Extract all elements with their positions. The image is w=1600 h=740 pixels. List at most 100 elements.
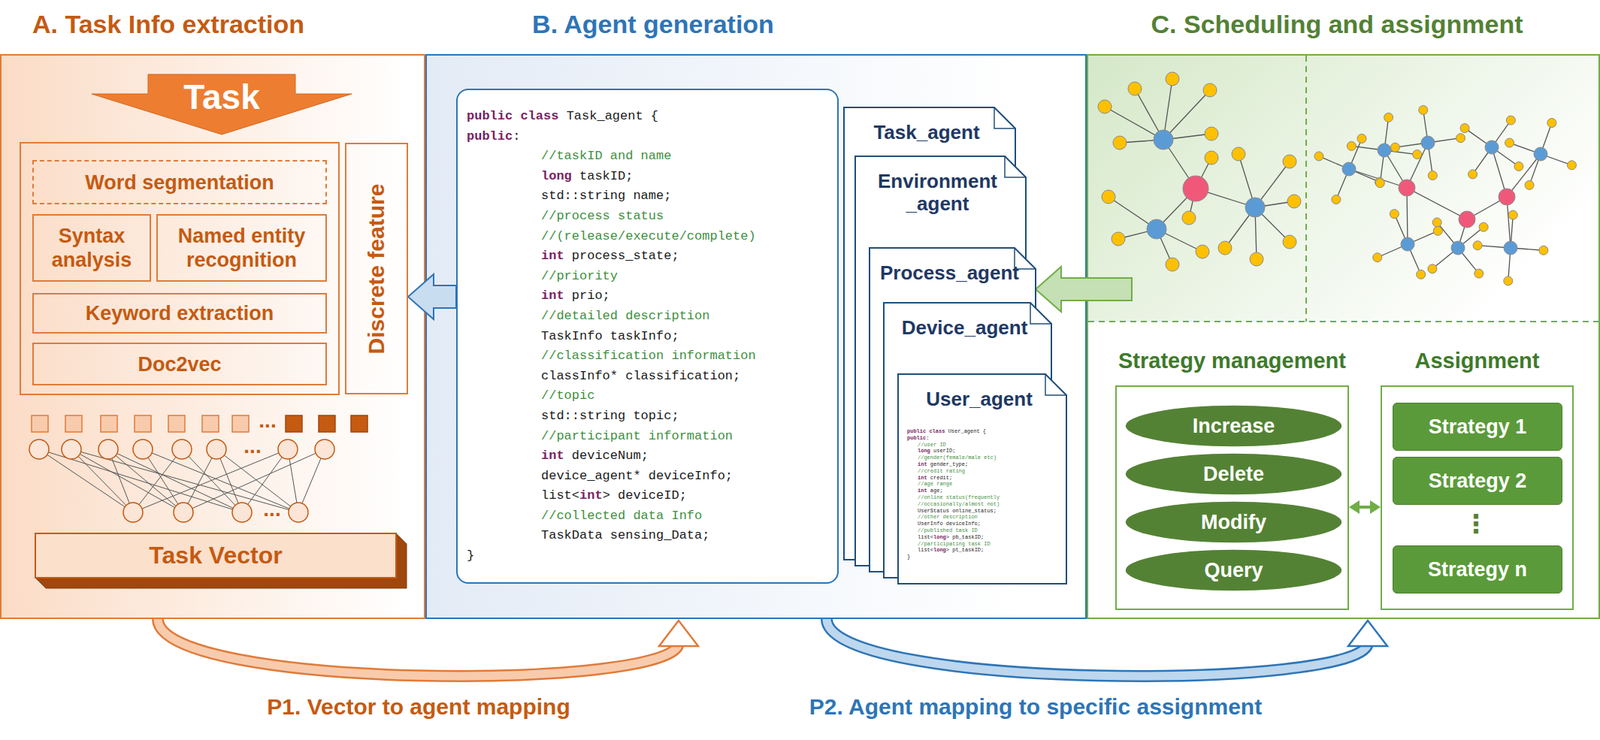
network-node — [1400, 237, 1415, 252]
ellipse-shape — [1125, 501, 1343, 544]
code-line: public: — [907, 435, 1052, 442]
neuron — [288, 502, 309, 523]
box-label: Named entity recognition — [162, 223, 321, 273]
connector — [1348, 500, 1381, 515]
strategy-label: Strategy 2 — [1428, 469, 1528, 494]
code-keyword: long — [933, 547, 947, 554]
document-shape — [898, 374, 1067, 584]
network-node — [1432, 217, 1442, 227]
network-node — [1390, 142, 1400, 152]
neuron — [98, 439, 118, 460]
code-line: //published task ID — [907, 527, 1052, 535]
network-node — [1505, 138, 1515, 148]
code-keyword: int — [541, 448, 565, 463]
agent-title: Process_agent — [878, 261, 1021, 285]
dashed-divider — [1305, 55, 1307, 322]
network-node — [1342, 162, 1356, 176]
curve-band — [826, 619, 1368, 677]
code-line: //credit rating — [907, 468, 1052, 475]
code-line: TaskData sensing_Data; — [466, 526, 832, 547]
network-node — [1514, 161, 1524, 171]
network-node — [1456, 133, 1466, 143]
network-node — [1204, 127, 1219, 141]
network-node — [1508, 210, 1518, 220]
input-square — [100, 415, 118, 433]
network-link — [1163, 90, 1210, 140]
network-node — [1389, 209, 1399, 219]
network-node — [1375, 178, 1385, 188]
input-square — [350, 415, 368, 433]
net-link — [183, 449, 217, 513]
strategy-label: Strategy 1 — [1428, 415, 1528, 439]
ellipse-shape — [1125, 453, 1343, 496]
network-node — [1357, 133, 1367, 143]
network-node — [1384, 112, 1394, 122]
network-node — [1249, 252, 1264, 267]
agent-title: Task_agent — [852, 120, 1001, 144]
network-node — [1451, 241, 1465, 255]
network-node — [1204, 151, 1219, 165]
code-line: list<long> pt_taskID; — [907, 547, 1052, 554]
document-fold — [1004, 156, 1026, 178]
code-line: UserInfo deviceInfo; — [907, 520, 1052, 528]
group-box: Strategy managementIncreaseDeleteModifyQ… — [1115, 385, 1349, 611]
code-line: std::string topic; — [466, 406, 832, 427]
code-line: list<long> pb_taskID; — [907, 534, 1052, 542]
net-link — [71, 449, 134, 513]
box-label: Keyword extraction — [85, 301, 275, 326]
document-fold — [1030, 302, 1052, 324]
process-box: Named entity recognition — [156, 214, 327, 282]
code-box: public class Task_agent {public://taskID… — [456, 88, 839, 584]
code-line: int gender_type; — [907, 461, 1052, 469]
bar-label: Task Vector — [148, 541, 282, 570]
network-node — [1203, 83, 1217, 97]
network-node — [1314, 151, 1324, 161]
input-square — [318, 415, 336, 433]
connector — [408, 274, 457, 320]
code-keyword: public — [466, 129, 513, 144]
agent-title: Device_agent — [892, 316, 1037, 339]
code-line: TaskInfo taskInfo; — [466, 326, 832, 348]
input-square — [168, 415, 185, 433]
code-line: public: — [466, 127, 832, 148]
network-node — [1231, 147, 1246, 161]
panel: C. Scheduling and assignmentStrategy man… — [1086, 54, 1600, 620]
arrow-shape — [91, 74, 352, 135]
network-node — [1113, 136, 1127, 150]
code-line: //user ID — [907, 441, 1052, 449]
code-line: //topic — [466, 386, 832, 407]
ellipse-label: Delete — [1203, 462, 1265, 487]
code-keyword: int — [541, 288, 565, 303]
network-node — [1282, 154, 1297, 169]
ellipsis-label: ⋮ — [1445, 508, 1507, 540]
code-keyword: int — [579, 488, 603, 503]
code-line: //detailed description — [466, 306, 832, 327]
curve-outline — [826, 619, 1368, 677]
input-square — [134, 415, 152, 433]
network-node — [1533, 147, 1548, 161]
process-box: Keyword extraction — [32, 293, 327, 334]
code-keyword: long — [933, 534, 947, 541]
network-node — [1539, 245, 1549, 255]
network-node — [1282, 235, 1297, 249]
network-node — [1547, 118, 1557, 128]
arrow-head — [1348, 620, 1388, 647]
code-line: //classification information — [466, 346, 832, 367]
network-node — [1416, 269, 1426, 279]
strategy-box: Strategy 1 — [1392, 402, 1563, 451]
code-keyword: int — [541, 248, 565, 264]
network-node — [1427, 264, 1437, 274]
process-box: Syntax analysis — [32, 214, 152, 282]
document-fold — [994, 107, 1016, 129]
neuron — [133, 439, 153, 460]
code-keyword: class — [928, 428, 945, 435]
panel: B. Agent generationpublic class Task_age… — [425, 54, 1087, 620]
network-node — [1503, 276, 1513, 286]
strategy-box: Strategy 2 — [1392, 456, 1563, 506]
network-node — [1472, 241, 1483, 251]
process-box: Doc2vec — [32, 342, 327, 386]
network-node — [1474, 269, 1484, 279]
input-square — [202, 415, 219, 433]
connector — [157, 619, 699, 677]
ellipse-label: Modify — [1200, 511, 1267, 535]
